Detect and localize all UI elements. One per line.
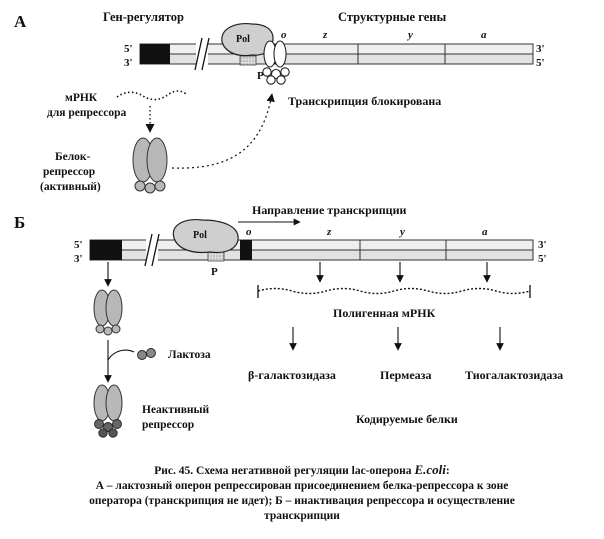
gene-z-label-b: z	[326, 226, 332, 238]
lactose-label: Лактоза	[168, 349, 211, 361]
transcription-blocked-label: Транскрипция блокирована	[288, 94, 441, 108]
figure-caption: Рис. 45. Схема негативной регуляции lac-…	[6, 462, 598, 524]
promoter-box	[239, 55, 257, 66]
end-5-left-b: 5'	[74, 239, 83, 251]
lac-operon-diagram: А Ген-регулятор Структурные гены 5' 3' 3…	[14, 10, 563, 438]
pol-label-b: Pol	[193, 230, 207, 241]
caption-line-3: оператора (транскрипция не идет); Б – ин…	[89, 495, 515, 507]
protein-permease: Пермеаза	[380, 368, 431, 382]
regulator-gene-label: Ген-регулятор	[103, 10, 184, 24]
promoter-box-b	[207, 251, 225, 262]
mrna-label-line2: для репрессора	[47, 107, 126, 119]
gene-a-label-b: a	[482, 226, 488, 238]
gene-z-label-a: z	[322, 29, 328, 41]
break-mark-b	[144, 233, 153, 267]
break-mark	[194, 37, 203, 71]
lactose-binding-curve	[107, 349, 135, 361]
end-5-right: 5'	[536, 57, 545, 69]
inactive-repressor-line2: репрессор	[142, 419, 194, 431]
protein-beta-galactosidase: β-галактозидаза	[248, 368, 336, 382]
dna-a	[139, 37, 534, 71]
operator-label-a: o	[281, 29, 287, 41]
repressor-bound-icon	[262, 40, 290, 85]
caption-line-4: транскрипции	[264, 510, 340, 522]
end-5-right-b: 5'	[538, 253, 547, 265]
inactive-repressor-icon	[93, 384, 123, 438]
repressor-icon-b	[93, 289, 123, 336]
arrow-protein-to-operator	[171, 93, 275, 169]
gene-a-label-a: a	[481, 29, 487, 41]
end-3-right-b: 3'	[538, 239, 547, 251]
pol-label-a: Pol	[236, 34, 250, 45]
structural-genes-label: Структурные гены	[338, 10, 446, 24]
caption-colon: :	[445, 465, 450, 477]
protein-label-line2: репрессор	[43, 166, 95, 178]
caption-title: Рис. 45. Схема негативной регуляции lac-…	[154, 465, 412, 477]
gene-y-label-b: y	[398, 226, 405, 238]
rna-polymerase-b	[172, 219, 239, 254]
regulator-gene-block	[140, 44, 170, 64]
regulator-gene-block-b	[90, 240, 122, 260]
promoter-label-b: P	[211, 266, 218, 278]
end-3-left: 3'	[124, 57, 133, 69]
repressor-mrna-wave	[116, 90, 187, 101]
caption-line-1: Рис. 45. Схема негативной регуляции lac-…	[6, 462, 598, 479]
panel-b-letter: Б	[14, 213, 25, 232]
gene-y-label-a: y	[406, 29, 413, 41]
encoded-proteins-label: Кодируемые белки	[356, 412, 458, 426]
operator-label-b: o	[246, 226, 252, 238]
end-3-right: 3'	[536, 43, 545, 55]
inactive-repressor-line1: Неактивный	[142, 404, 210, 416]
active-repressor-icon	[132, 137, 168, 194]
protein-thiogalactosidase: Тиогалактозидаза	[465, 368, 563, 382]
end-3-left-b: 3'	[74, 253, 83, 265]
panel-a-letter: А	[14, 12, 27, 31]
polygenic-mrna-label: Полигенная мРНК	[333, 306, 436, 320]
lactose-icon	[137, 348, 156, 360]
transcription-direction-label: Направление транскрипции	[252, 203, 406, 217]
polygenic-mrna	[257, 285, 531, 298]
caption-species: E.coli	[414, 462, 446, 477]
caption-line-2: А – лактозный оперон репрессирован присо…	[95, 480, 509, 492]
protein-label-line3: (активный)	[40, 181, 101, 193]
protein-label-line1: Белок-	[55, 151, 91, 163]
panel-a: А Ген-регулятор Структурные гены 5' 3' 3…	[14, 10, 545, 194]
dna-b	[89, 233, 534, 267]
promoter-label-a: P	[257, 70, 264, 82]
mrna-label-line1: мРНК	[65, 92, 98, 104]
panel-b: Б Направление транскрипции 5' 3' 3' 5' P…	[14, 203, 563, 438]
end-5-left: 5'	[124, 43, 133, 55]
operator-block-b	[240, 240, 252, 260]
